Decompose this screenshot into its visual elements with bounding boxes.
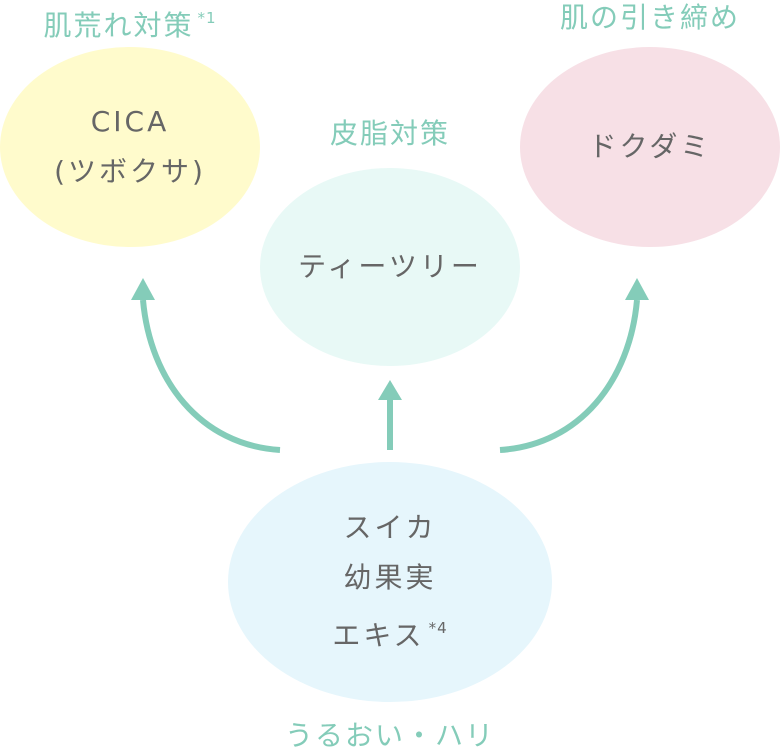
ingredient-name-line: CICA (90, 105, 170, 138)
effect-label-text: うるおい・ハリ (284, 719, 495, 752)
curved-arrow-up-right-icon (499, 278, 649, 453)
effect-label-text: 皮脂対策 (329, 117, 450, 150)
ingredient-name-line: スイカ (343, 511, 437, 544)
footnote-marker: *4 (428, 619, 448, 637)
ingredient-name-line: ティーツリー (298, 250, 482, 283)
effect-label-skin-trouble: 肌荒れ対策*1 (0, 0, 260, 44)
arrow-up-icon (378, 380, 402, 450)
ingredient-name-text: エキス (332, 619, 425, 652)
effect-label-moisture: うるおい・ハリ (228, 718, 552, 754)
ingredient-name-line: (ツボクサ) (54, 155, 206, 188)
ingredient-name-line: エキス*4 (332, 603, 447, 661)
ingredient-node-dokudami: ドクダミ (520, 47, 780, 247)
ingredient-node-teatree: ティーツリー (260, 168, 520, 366)
effect-label-sebum: 皮脂対策 (260, 116, 520, 152)
curved-arrow-up-left-icon (131, 278, 281, 453)
ingredient-name-line: ドクダミ (588, 130, 712, 163)
ingredient-node-cica: CICA (ツボクサ) (0, 47, 260, 247)
ingredient-name-line: 幼果実 (343, 561, 437, 594)
effect-label-text: 肌の引き締め (559, 1, 740, 34)
effect-label-text: 肌荒れ対策 (43, 9, 194, 42)
effect-label-tightening: 肌の引き締め (520, 0, 780, 36)
ingredient-node-watermelon: スイカ 幼果実 エキス*4 (228, 462, 552, 702)
footnote-marker: *1 (197, 9, 217, 27)
